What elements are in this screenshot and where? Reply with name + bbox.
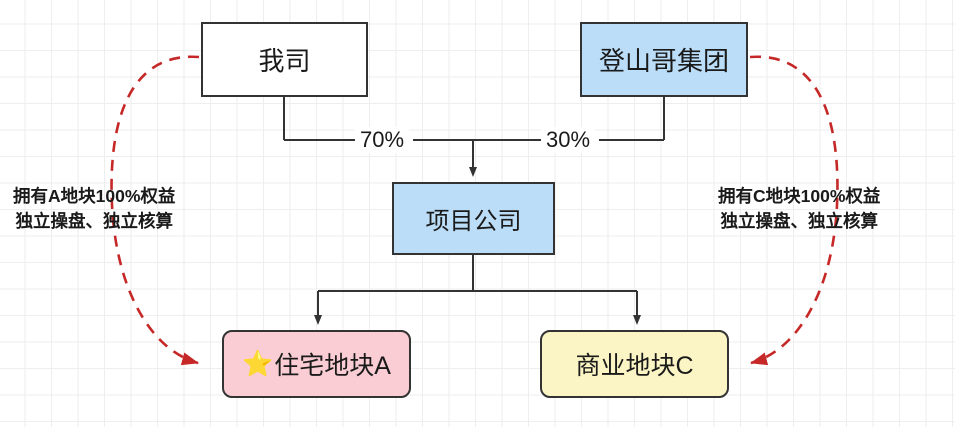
node-project-company-label: 项目公司 (425, 208, 522, 235)
node-our-company-label: 我司 (258, 46, 311, 76)
annotation-right: 拥有C地块100%权益 独立操盘、独立核算 (718, 184, 880, 235)
edge-label-dengshan-group-share: 30% (541, 127, 596, 153)
node-plot-a-label: 住宅地块A (274, 352, 391, 380)
annotation-right-line1: 拥有C地块100%权益 (718, 186, 881, 206)
node-plot-c[interactable]: 商业地块C (540, 330, 729, 398)
node-our-company[interactable]: 我司 (201, 22, 368, 97)
annotation-right-line2: 独立操盘、独立核算 (720, 211, 878, 232)
star-icon: ⭐ (242, 349, 274, 378)
annotation-left-line2: 独立操盘、独立核算 (15, 211, 173, 232)
node-plot-a[interactable]: ⭐ 住宅地块A (222, 330, 411, 398)
annotation-left-line1: 拥有A地块100%权益 (13, 186, 176, 206)
node-dengshan-group-label: 登山哥集团 (598, 46, 729, 76)
edge-label-our-company-share: 70% (355, 127, 410, 153)
node-dengshan-group[interactable]: 登山哥集团 (580, 22, 748, 97)
node-project-company[interactable]: 项目公司 (392, 182, 555, 255)
node-plot-c-label: 商业地块C (575, 352, 694, 380)
annotation-left: 拥有A地块100%权益 独立操盘、独立核算 (13, 184, 175, 235)
